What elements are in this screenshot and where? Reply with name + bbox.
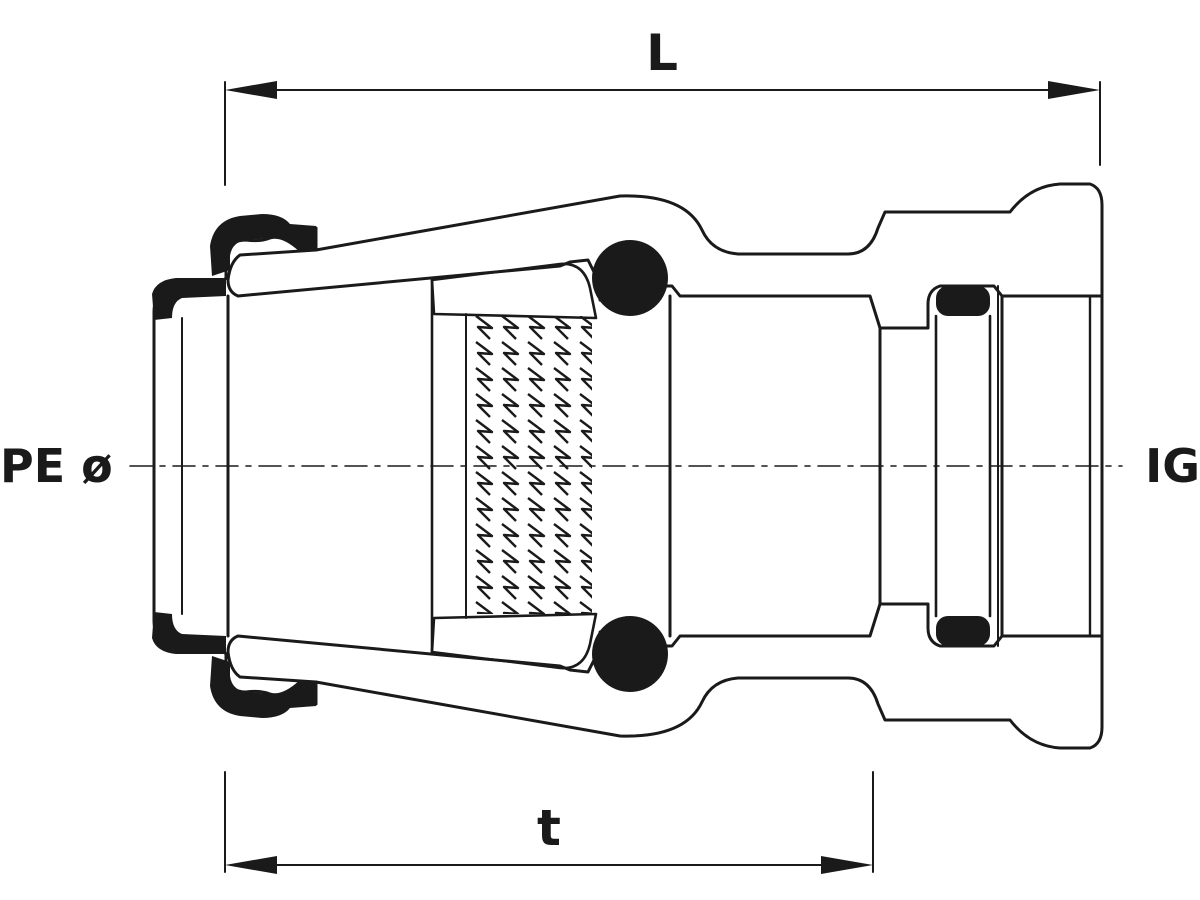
label-L: L (646, 24, 678, 82)
lip-top (152, 278, 226, 320)
arrow-left-icon (225, 856, 277, 874)
grip-ring-upper (430, 262, 598, 320)
seal-ring-bottom (936, 616, 990, 646)
fitting-body (226, 182, 1104, 750)
label-pe-diameter: PE ø (0, 439, 113, 493)
label-t: t (537, 799, 561, 857)
collar-upper (152, 226, 318, 706)
arrow-right-icon (1048, 81, 1100, 99)
body-upper-section (226, 182, 1104, 330)
lip-bottom (152, 612, 226, 654)
collar-rim-bottom (210, 656, 316, 718)
seal-ring (934, 285, 999, 647)
grip-ring (430, 262, 598, 670)
grip-teeth (468, 316, 592, 614)
label-internal-thread: IG (1145, 439, 1200, 493)
arrow-left-icon (225, 81, 277, 99)
dimension-L: L (224, 24, 1101, 186)
press-collar (152, 214, 318, 718)
seal-ring-top (936, 286, 990, 316)
o-ring-top (592, 240, 668, 316)
o-ring-bottom (592, 616, 668, 692)
collar-rim-top (210, 214, 316, 276)
dimension-t: t (224, 771, 874, 874)
arrow-right-icon (821, 856, 873, 874)
grip-ring-lower (430, 612, 598, 670)
